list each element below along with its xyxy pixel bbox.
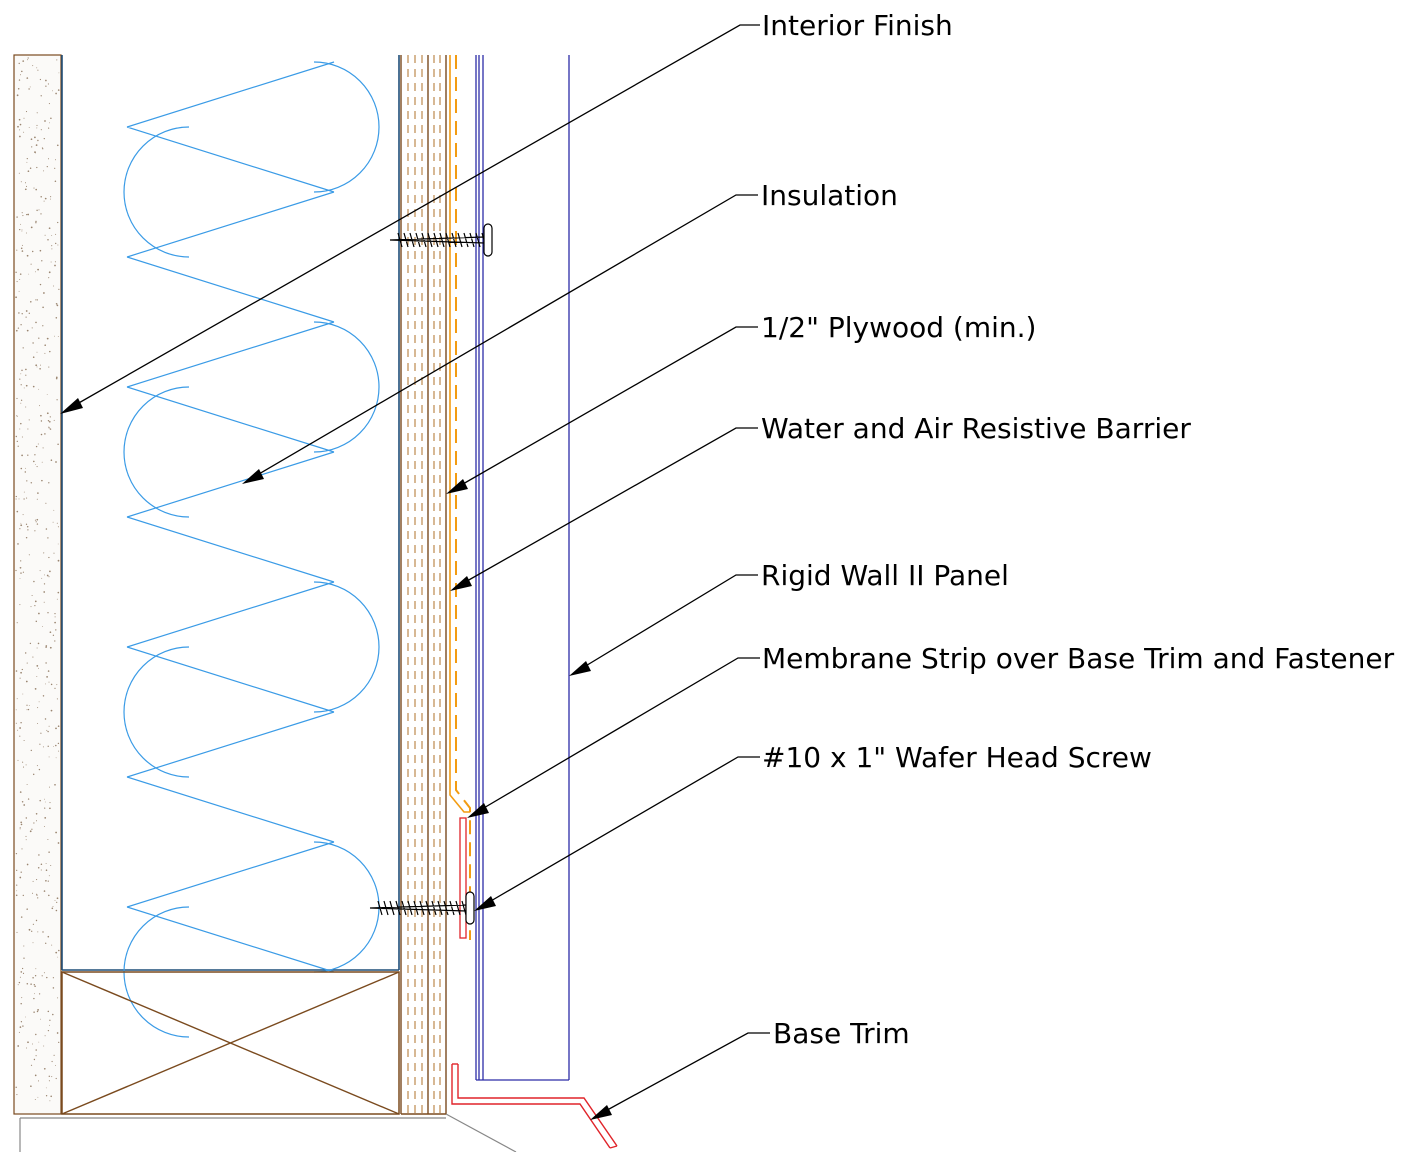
interior-finish-layer: [13, 54, 62, 1115]
callout-insulation: Insulation: [242, 179, 898, 484]
callout-panel: Rigid Wall II Panel: [569, 559, 1009, 676]
callout-screw: #10 x 1" Wafer Head Screw: [474, 741, 1152, 911]
label-insulation: Insulation: [761, 179, 898, 212]
plywood-layer: [400, 55, 447, 1115]
base-trim: [451, 817, 618, 1149]
rigid-wall-panel: [475, 55, 570, 1081]
callout-membrane: Membrane Strip over Base Trim and Fasten…: [467, 642, 1395, 818]
callout-plywood: 1/2" Plywood (min.): [446, 311, 1036, 494]
callout-wrb: Water and Air Resistive Barrier: [450, 412, 1191, 591]
label-wrb: Water and Air Resistive Barrier: [761, 412, 1191, 445]
screw-upper-icon: [389, 223, 493, 257]
bottom-plate: [61, 971, 400, 1115]
label-interior-finish: Interior Finish: [762, 9, 953, 42]
label-screw: #10 x 1" Wafer Head Screw: [762, 741, 1152, 774]
ground-line: [19, 1113, 517, 1152]
barrier-layer: [449, 55, 471, 940]
insulation-layer: [61, 55, 400, 1038]
label-membrane: Membrane Strip over Base Trim and Fasten…: [762, 642, 1395, 675]
callout-base-trim: Base Trim: [590, 1017, 910, 1120]
label-panel: Rigid Wall II Panel: [761, 559, 1009, 592]
screw-lower-icon: [369, 891, 475, 925]
insulation-batt: [123, 61, 380, 1038]
callout-interior-finish: Interior Finish: [60, 9, 953, 414]
label-base-trim: Base Trim: [773, 1017, 910, 1050]
label-plywood: 1/2" Plywood (min.): [761, 311, 1036, 344]
